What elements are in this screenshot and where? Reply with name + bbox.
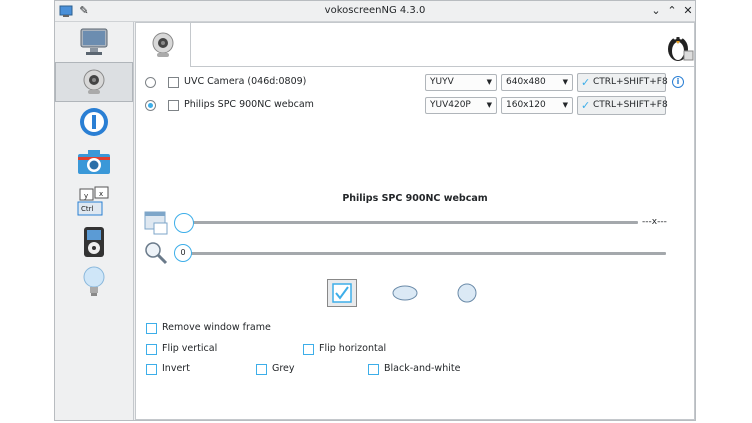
size-slider-track[interactable]: [180, 221, 638, 224]
checked-square-icon: [332, 283, 352, 303]
mediaplayer-icon: [84, 227, 104, 257]
sidebar-item-mediaplayer[interactable]: [55, 222, 133, 262]
selected-camera-title: Philips SPC 900NC webcam: [342, 193, 488, 204]
tab-bar-divider: [190, 66, 694, 67]
linux-tux-icon: [664, 29, 694, 66]
camera-1-resolution-select[interactable]: 640x480 ▼: [501, 74, 573, 91]
grey-checkbox[interactable]: [256, 364, 267, 375]
check-icon: ✓: [581, 99, 591, 112]
camera-2-hotkey-label: CTRL+SHIFT+F8: [593, 100, 668, 110]
shape-rectangle-button[interactable]: [327, 279, 357, 307]
zoom-slider-track[interactable]: [180, 252, 666, 255]
pin-icon[interactable]: ✎: [79, 4, 89, 17]
camera-1-radio[interactable]: [145, 77, 156, 88]
ellipse-icon: [392, 285, 418, 301]
monitor-icon: [80, 28, 108, 55]
camera-2-resolution-value: 160x120: [506, 100, 546, 110]
svg-text:y: y: [84, 192, 88, 200]
invert-label: Invert: [162, 363, 190, 374]
svg-text:Ctrl: Ctrl: [81, 205, 94, 213]
sidebar-item-player[interactable]: [55, 102, 133, 142]
camera-2-checkbox[interactable]: [168, 100, 179, 111]
camera-2-radio[interactable]: [145, 100, 156, 111]
window-title: vokoscreenNG 4.3.0: [324, 5, 426, 16]
zoom-icon: [144, 241, 168, 268]
flip-horizontal-checkbox[interactable]: [303, 344, 314, 355]
sidebar-item-about[interactable]: [55, 262, 133, 302]
camera-1-format-value: YUYV: [430, 77, 454, 87]
remove-frame-checkbox[interactable]: [146, 323, 157, 334]
sidebar-item-snapshot[interactable]: [55, 142, 133, 182]
camera-2-hotkey-button[interactable]: ✓CTRL+SHIFT+F8: [577, 96, 668, 115]
shape-circle-button[interactable]: [457, 283, 477, 303]
camera-1-resolution-value: 640x480: [506, 77, 546, 87]
zoom-value: 0: [180, 248, 186, 257]
camera-2-format-value: YUV420P: [430, 100, 471, 110]
zoom-slider-handle[interactable]: 0: [174, 244, 192, 262]
lightbulb-icon: [83, 266, 105, 296]
camera-2-resolution-select[interactable]: 160x120 ▼: [501, 97, 573, 114]
black-white-checkbox[interactable]: [368, 364, 379, 375]
chevron-down-icon: ▼: [486, 78, 492, 86]
minimize-button[interactable]: ⌄: [651, 4, 661, 17]
camera-2-format-select[interactable]: YUV420P ▼: [425, 97, 497, 114]
player-icon: [80, 108, 108, 136]
invert-checkbox[interactable]: [146, 364, 157, 375]
tab-camera[interactable]: [136, 23, 191, 67]
chevron-down-icon: ▼: [562, 78, 568, 86]
circle-icon: [457, 283, 477, 303]
close-button[interactable]: ✕: [683, 4, 693, 17]
flip-vertical-checkbox[interactable]: [146, 344, 157, 355]
camera-1-name: UVC Camera (046d:0809): [184, 76, 307, 87]
check-icon: ✓: [581, 76, 591, 89]
size-value: ---x---: [642, 217, 667, 227]
info-icon[interactable]: i: [672, 76, 684, 88]
webcam-icon: [152, 32, 174, 57]
flip-horizontal-label: Flip horizontal: [319, 343, 387, 354]
flip-vertical-label: Flip vertical: [162, 343, 218, 354]
shape-ellipse-button[interactable]: [392, 285, 418, 301]
chevron-down-icon: ▼: [562, 101, 568, 109]
window-size-icon: [144, 211, 168, 238]
title-bar: ✎ vokoscreenNG 4.3.0 ⌄ ⌃ ✕: [55, 1, 695, 22]
camera-1-format-select[interactable]: YUYV ▼: [425, 74, 497, 91]
remove-frame-label: Remove window frame: [162, 322, 271, 333]
camera-1-hotkey-label: CTRL+SHIFT+F8: [593, 77, 668, 87]
grey-label: Grey: [272, 363, 295, 374]
black-white-label: Black-and-white: [384, 363, 461, 374]
svg-text:x: x: [99, 190, 103, 198]
app-logo-icon: [59, 4, 73, 18]
webcam-icon: [83, 69, 105, 94]
camera-1-hotkey-button[interactable]: ✓CTRL+SHIFT+F8: [577, 73, 668, 92]
sidebar-item-screencast[interactable]: [55, 22, 133, 62]
maximize-button[interactable]: ⌃: [667, 4, 677, 17]
size-slider-handle[interactable]: [174, 213, 194, 233]
sidebar-item-camera[interactable]: [55, 62, 133, 102]
camera-icon: [78, 150, 110, 174]
chevron-down-icon: ▼: [486, 101, 492, 109]
camera-2-name: Philips SPC 900NC webcam: [184, 99, 314, 110]
camera-panel: UVC Camera (046d:0809) YUYV▼ 640x480▼ ✓C…: [135, 22, 695, 420]
camera-1-checkbox[interactable]: [168, 77, 179, 88]
